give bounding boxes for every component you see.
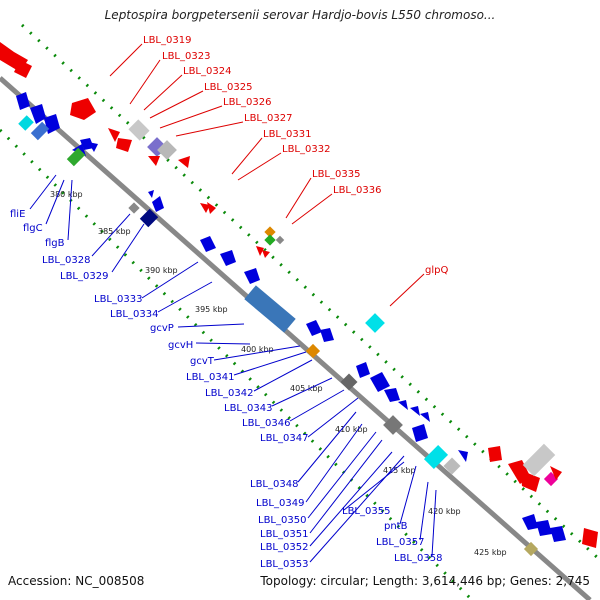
tick-label: 420 kbp <box>428 507 461 516</box>
gene-label-lbl0326: LBL_0326 <box>223 97 271 108</box>
tick-label: 425 kbp <box>474 548 507 557</box>
gene-label-gcvt: gcvT <box>190 356 215 367</box>
gene-label-lbl0353: LBL_0353 <box>260 559 308 570</box>
gene-label-pntb: pntB <box>384 521 408 532</box>
forward-gene-labels <box>109 43 425 307</box>
tick-label: 380 kbp <box>50 190 83 199</box>
tick-label: 415 kbp <box>383 466 416 475</box>
tick-label: 410 kbp <box>335 425 368 434</box>
reverse-gene-label-text: fliE flgC flgB LBL_0328 LBL_0329 LBL_033… <box>10 209 442 570</box>
gene-label-lbl0349: LBL_0349 <box>256 498 304 509</box>
gene-label-lbl0355: LBL_0355 <box>342 506 390 517</box>
gene-label-lbl0327: LBL_0327 <box>244 113 292 124</box>
gene-label-lbl0323: LBL_0323 <box>162 51 210 62</box>
inner-reverse-ring <box>0 128 472 600</box>
accession-text: Accession: NC_008508 <box>8 574 145 588</box>
gene-label-lbl0342: LBL_0342 <box>205 388 253 399</box>
tick-label: 395 kbp <box>195 305 228 314</box>
gene-label-flgc: flgC <box>23 223 43 234</box>
gene-label-gcvh: gcvH <box>168 340 193 351</box>
gene-label-lbl0328: LBL_0328 <box>42 255 90 266</box>
gene-label-lbl0352: LBL_0352 <box>260 542 308 553</box>
outer-forward-ring <box>20 23 600 562</box>
genome-summary-text: Topology: circular; Length: 3,614,446 bp… <box>260 574 590 588</box>
reverse-gene-features <box>16 92 566 557</box>
gene-label-flie: fliE <box>10 209 25 220</box>
reverse-gene-leaders <box>29 174 437 563</box>
gene-label-gcvp: gcvP <box>150 323 174 334</box>
gene-label-lbl0347: LBL_0347 <box>260 433 308 444</box>
tick-label: 400 kbp <box>241 345 274 354</box>
tick-label: 390 kbp <box>145 266 178 275</box>
gene-label-lbl0324: LBL_0324 <box>183 66 231 77</box>
gene-label-lbl0329: LBL_0329 <box>60 271 108 282</box>
gene-label-lbl0346: LBL_0346 <box>242 418 290 429</box>
gene-label-lbl0348: LBL_0348 <box>250 479 298 490</box>
gene-label-lbl0350: LBL_0350 <box>258 515 306 526</box>
gene-label-lbl0334: LBL_0334 <box>110 309 158 320</box>
gene-label-lbl0351: LBL_0351 <box>260 529 308 540</box>
gene-label-glpq: glpQ <box>425 265 448 276</box>
gene-label-lbl0325: LBL_0325 <box>204 82 252 93</box>
gene-label-lbl0341: LBL_0341 <box>186 372 234 383</box>
map-title: Leptospira borgpetersenii serovar Hardjo… <box>104 8 496 22</box>
gene-label-lbl0357: LBL_0357 <box>376 537 424 548</box>
gene-label-lbl0319: LBL_0319 <box>143 35 191 46</box>
gene-label-lbl0332: LBL_0332 <box>282 144 330 155</box>
gene-label-lbl0358: LBL_0358 <box>394 553 442 564</box>
forward-gene-label-text: LBL_0319 LBL_0323 LBL_0324 LBL_0325 LBL_… <box>143 35 448 276</box>
gene-label-lbl0331: LBL_0331 <box>263 129 311 140</box>
chromosome-backbone <box>0 76 592 600</box>
gene-label-lbl0335: LBL_0335 <box>312 169 360 180</box>
tick-label: 405 kbp <box>290 384 323 393</box>
forward-gene-features <box>0 42 598 548</box>
gene-label-lbl0336: LBL_0336 <box>333 185 381 196</box>
gene-label-lbl0343: LBL_0343 <box>224 403 272 414</box>
gene-label-flgb: flgB <box>45 238 65 249</box>
gene-label-lbl0333: LBL_0333 <box>94 294 142 305</box>
